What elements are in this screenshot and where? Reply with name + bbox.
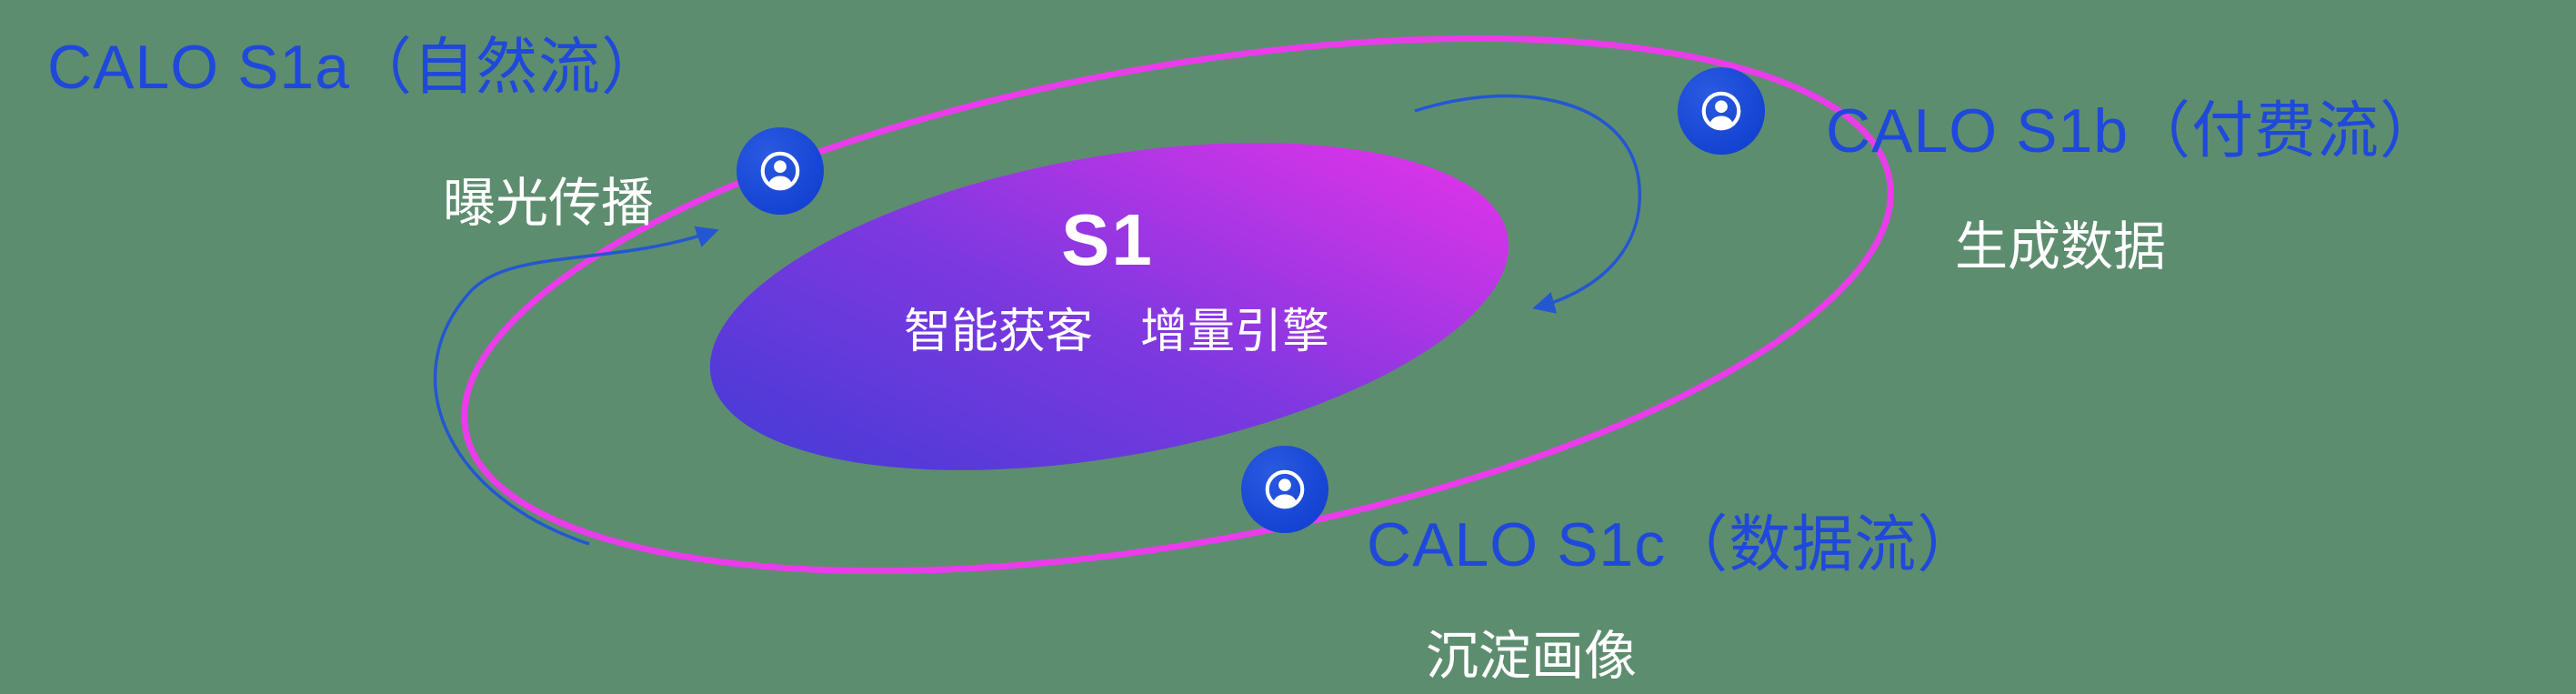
label-s1b-title: CALO S1b（付费流） bbox=[1826, 96, 2443, 166]
node-s1b bbox=[1678, 67, 1765, 155]
node-s1a bbox=[737, 127, 824, 215]
node-s1c bbox=[1241, 446, 1328, 533]
user-icon bbox=[1701, 91, 1741, 131]
label-s1a-subtitle: 曝光传播 bbox=[443, 174, 655, 233]
user-icon bbox=[760, 151, 800, 191]
user-icon bbox=[1265, 469, 1305, 509]
label-s1c-subtitle: 沉淀画像 bbox=[1426, 627, 1638, 686]
label-s1c-title: CALO S1c（数据流） bbox=[1367, 510, 1980, 579]
orbit-ring bbox=[461, 35, 1894, 575]
label-s1a-title: CALO S1a（自然流） bbox=[47, 33, 665, 102]
core-title: S1 bbox=[1061, 199, 1154, 280]
label-s1b-subtitle: 生成数据 bbox=[1955, 217, 2167, 277]
cycle-arrow-right bbox=[1414, 94, 1641, 314]
core-subtitle: 智能获客 增量引擎 bbox=[903, 306, 1329, 358]
cycle-arrow-left bbox=[433, 226, 719, 546]
